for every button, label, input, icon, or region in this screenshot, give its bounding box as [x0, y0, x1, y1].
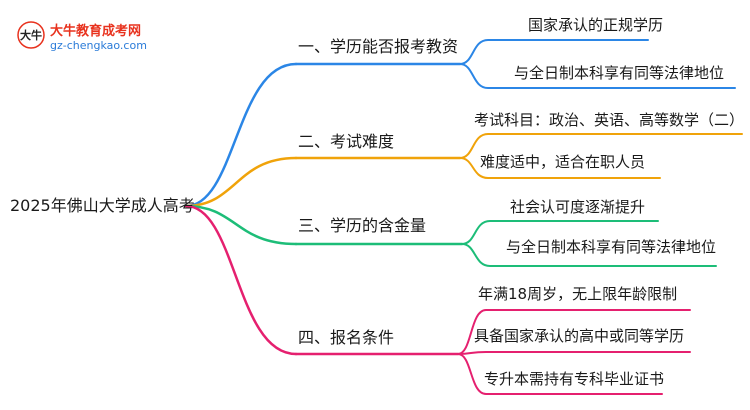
root-to-branch-2	[184, 156, 298, 208]
leaf-connector-4-3	[457, 353, 663, 395]
leaf-connector-2-1	[459, 133, 743, 159]
leaf-connector-3-2	[461, 243, 717, 267]
leaf-requirements-1: 年满18周岁，无上限年龄限制	[478, 285, 678, 303]
leaf-connector-4-2	[457, 351, 691, 355]
branch-value: 三、学历的含金量	[298, 216, 427, 235]
leaf-connector-4-1	[457, 309, 691, 355]
branch-qualification: 一、学历能否报考教资	[298, 37, 459, 56]
leaf-difficulty-2: 难度适中，适合在职人员	[480, 153, 646, 171]
leaf-qualification-1: 国家承认的正规学历	[528, 16, 664, 34]
svg-text:大牛: 大牛	[20, 28, 42, 42]
branch-difficulty: 二、考试难度	[298, 132, 395, 151]
root-to-branch-3	[184, 204, 298, 246]
leaf-connector-1-2	[459, 63, 736, 89]
leaf-qualification-2: 与全日制本科享有同等法律地位	[514, 64, 725, 82]
leaf-value-1: 社会认可度逐渐提升	[510, 198, 646, 216]
logo-url: gz-chengkao.com	[50, 39, 147, 52]
logo-mark-icon: 大牛	[17, 21, 45, 49]
branch-requirements: 四、报名条件	[298, 328, 395, 347]
leaf-connector-3-1	[461, 220, 659, 245]
root-to-branch-4	[184, 204, 298, 356]
site-logo: 大牛 大牛教育成考网 gz-chengkao.com	[8, 16, 178, 56]
root-to-branch-1	[184, 62, 298, 208]
leaf-connector-2-2	[459, 157, 661, 179]
leaf-requirements-2: 具备国家承认的高中或同等学历	[474, 327, 685, 345]
leaf-difficulty-1: 考试科目：政治、英语、高等数学（二）	[474, 111, 745, 129]
leaf-value-2: 与全日制本科享有同等法律地位	[506, 238, 717, 256]
logo-title: 大牛教育成考网	[50, 24, 142, 39]
leaf-requirements-3: 专升本需持有专科毕业证书	[484, 370, 665, 388]
mindmap-root: 2025年佛山大学成人高考	[10, 196, 195, 215]
leaf-connector-1-1	[459, 39, 649, 65]
